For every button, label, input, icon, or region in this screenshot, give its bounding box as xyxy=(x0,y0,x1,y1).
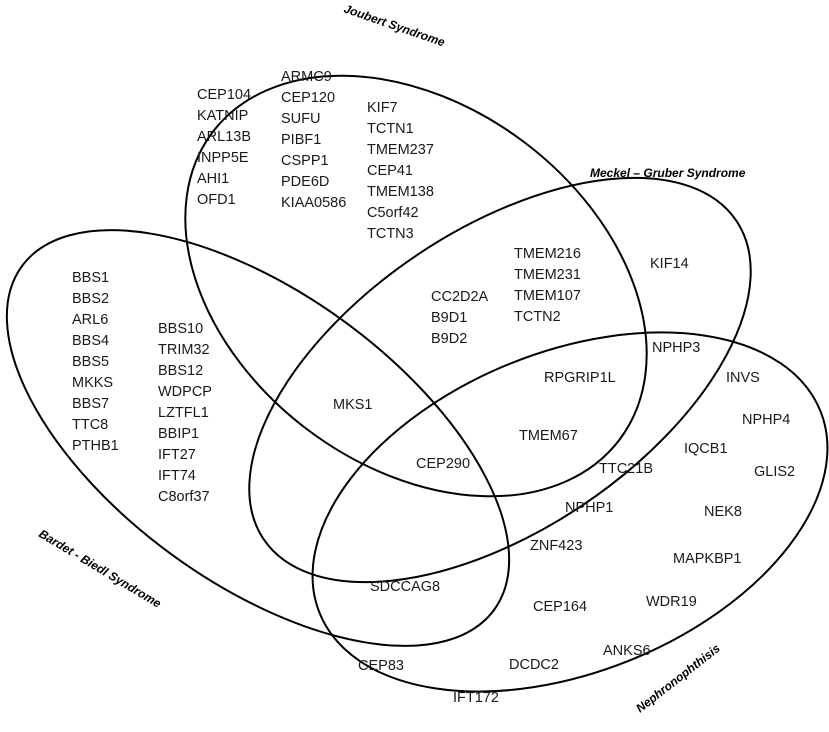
gene-label: ZNF423 xyxy=(530,538,582,554)
gene-label: TTC21B xyxy=(599,461,653,477)
gene-label: NEK8 xyxy=(704,504,742,520)
gene-label: TMEM231 xyxy=(514,267,581,283)
gene-label: MKS1 xyxy=(333,397,373,413)
joubert-meckel-genes: TMEM216 TMEM231 TMEM107 TCTN2 CC2D2A B9D… xyxy=(431,246,581,347)
gene-label: BBS1 xyxy=(72,270,109,286)
gene-label: NPHP1 xyxy=(565,500,613,516)
gene-label: PIBF1 xyxy=(281,132,321,148)
gene-label: TCTN1 xyxy=(367,121,414,137)
gene-label: BBIP1 xyxy=(158,426,199,442)
gene-label: BBS12 xyxy=(158,363,203,379)
gene-label: KIF7 xyxy=(367,100,398,116)
gene-label: SDCCAG8 xyxy=(370,579,440,595)
gene-label: LZTFL1 xyxy=(158,405,209,421)
gene-label: OFD1 xyxy=(197,192,236,208)
gene-label: BBS5 xyxy=(72,354,109,370)
gene-label: BBS7 xyxy=(72,396,109,412)
gene-label: TMEM67 xyxy=(519,428,578,444)
gene-label: INPP5E xyxy=(197,150,249,166)
gene-label: BBS2 xyxy=(72,291,109,307)
gene-label: CC2D2A xyxy=(431,289,489,305)
gene-label: TMEM138 xyxy=(367,184,434,200)
nephronophthisis-ellipse xyxy=(311,331,829,693)
gene-label: B9D1 xyxy=(431,310,467,326)
gene-label: NPHP4 xyxy=(742,412,790,428)
gene-label: CSPP1 xyxy=(281,153,329,169)
gene-label: PTHB1 xyxy=(72,438,119,454)
gene-label: DCDC2 xyxy=(509,657,559,673)
gene-label: WDPCP xyxy=(158,384,212,400)
gene-label: IQCB1 xyxy=(684,441,728,457)
gene-label: B9D2 xyxy=(431,331,467,347)
gene-label: CEP164 xyxy=(533,599,587,615)
meckel-gruber-syndrome-title: Meckel – Gruber Syndrome xyxy=(590,166,746,180)
gene-label: IFT172 xyxy=(453,690,499,706)
gene-label: ANKS6 xyxy=(603,643,651,659)
gene-label: TMEM237 xyxy=(367,142,434,158)
gene-label: SUFU xyxy=(281,111,320,127)
gene-label: AHI1 xyxy=(197,171,229,187)
gene-label: CEP41 xyxy=(367,163,413,179)
gene-label: ARL13B xyxy=(197,129,251,145)
gene-label: TMEM216 xyxy=(514,246,581,262)
bardet-only-genes: BBS1 BBS2 ARL6 BBS4 BBS5 MKKS BBS7 TTC8 … xyxy=(72,270,212,505)
gene-label: ARMC9 xyxy=(281,69,332,85)
gene-label: KIF14 xyxy=(650,256,689,272)
bardet-biedl-ellipse xyxy=(5,229,511,647)
joubert-ellipse xyxy=(184,74,648,498)
gene-label: ARL6 xyxy=(72,312,108,328)
joubert-only-genes: CEP104 KATNIP ARL13B INPP5E AHI1 OFD1 AR… xyxy=(197,69,434,242)
gene-label: C5orf42 xyxy=(367,205,419,221)
gene-label: TTC8 xyxy=(72,417,108,433)
nephronophthisis-only-genes: INVS NPHP4 IQCB1 GLIS2 NEK8 MAPKBP1 WDR1… xyxy=(358,370,795,706)
gene-label: MAPKBP1 xyxy=(673,551,742,567)
gene-label: CEP104 xyxy=(197,87,251,103)
gene-label: TCTN2 xyxy=(514,309,561,325)
gene-label: C8orf37 xyxy=(158,489,210,505)
gene-label: TMEM107 xyxy=(514,288,581,304)
gene-label: INVS xyxy=(726,370,760,386)
gene-label: RPGRIP1L xyxy=(544,370,616,386)
gene-label: CEP290 xyxy=(416,456,470,472)
gene-label: NPHP3 xyxy=(652,340,700,356)
gene-label: TCTN3 xyxy=(367,226,414,242)
gene-label: TRIM32 xyxy=(158,342,210,358)
gene-label: MKKS xyxy=(72,375,113,391)
gene-label: PDE6D xyxy=(281,174,329,190)
gene-label: CEP120 xyxy=(281,90,335,106)
gene-label: IFT27 xyxy=(158,447,196,463)
gene-label: CEP83 xyxy=(358,658,404,674)
joubert-syndrome-title: Joubert Syndrome xyxy=(342,2,447,50)
bardet-biedl-syndrome-title: Bardet - Biedl Syndrome xyxy=(36,527,164,611)
gene-label: BBS4 xyxy=(72,333,109,349)
gene-label: BBS10 xyxy=(158,321,203,337)
gene-label: KATNIP xyxy=(197,108,248,124)
gene-label: IFT74 xyxy=(158,468,196,484)
gene-label: KIAA0586 xyxy=(281,195,346,211)
gene-label: GLIS2 xyxy=(754,464,795,480)
meckel-gruber-ellipse xyxy=(248,176,752,584)
gene-label: WDR19 xyxy=(646,594,697,610)
